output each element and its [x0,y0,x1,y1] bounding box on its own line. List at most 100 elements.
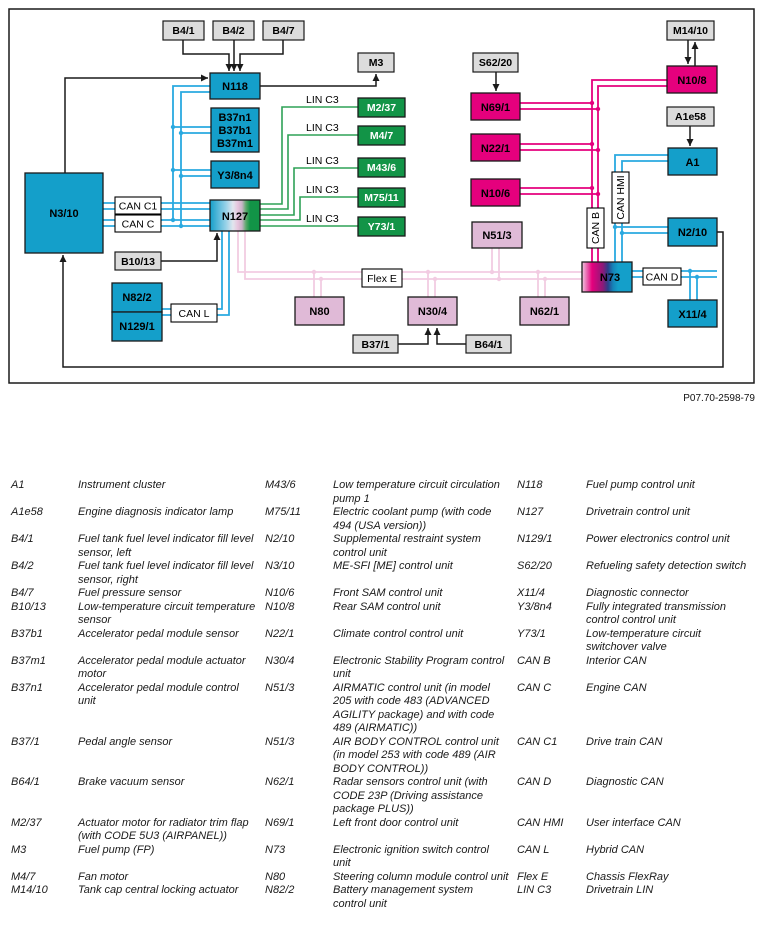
legend-description: Front SAM control unit [333,587,443,599]
node-b37n1-label: B37n1 [218,112,251,124]
node-n10_8: N10/8 [666,65,718,94]
legend-description: Pedal angle sensor [78,735,173,748]
legend-code: N2/10 [265,533,295,545]
legend-description: Electric coolant pump (with code 494 (US… [333,506,492,532]
legend-code: B4/1 [11,533,34,545]
legend-description: Fuel pump (FP) [78,843,155,856]
bus-label-can-hmi: CAN HMI [611,171,630,224]
node-n2_10-label: N2/10 [678,227,707,239]
legend-code: N129/1 [517,533,553,545]
node-b4_2-label: B4/2 [222,25,244,37]
bus-label-can-c: CAN C [114,214,162,233]
legend-description: Drivetrain LIN [586,884,654,896]
bus-label-can-l: CAN L [170,303,218,323]
legend-description: Chassis FlexRay [586,870,669,883]
node-n118: N118 [209,72,261,100]
network-topology-diagram: B4/1 B4/2 B4/7 M3 B10/13 B37/1 B64/1 S62… [8,8,755,404]
legend-code: B37n1 [11,681,43,694]
node-m75_11: M75/11 [357,187,406,208]
node-m3: M3 [357,52,395,73]
legend-code: CAN D [517,776,552,788]
legend-description: Accelerator pedal module actuator motor [78,654,246,681]
legend-description: Low-temperature circuit temperature sens… [78,600,256,627]
legend-code: S62/20 [517,560,552,572]
wire-b10_13-n127 [161,233,221,262]
legend-code: A1e58 [11,506,43,518]
legend-description: Drive train CAN [586,735,663,748]
lin-c3-label-5: LIN C3 [306,213,339,225]
legend-code: B4/2 [11,560,34,572]
node-m43_6-label: M43/6 [367,162,396,174]
flex-e-bus-lines [237,231,582,297]
legend-code: CAN C1 [517,735,558,748]
node-b10_13-label: B10/13 [121,256,155,268]
legend-code: N73 [265,843,286,856]
node-m4_7-label: M4/7 [370,130,394,142]
node-n80-label: N80 [309,306,329,318]
legend-code: N127 [517,506,544,518]
legend-code: CAN B [517,654,551,667]
node-n3_10-label: N3/10 [49,208,78,220]
node-b4_1-label: B4/1 [172,25,194,37]
legend-description: Radar sensors control unit (with CODE 23… [333,776,488,815]
legend-description: AIRMATIC control unit (in model 205 with… [333,681,495,735]
node-n129_1-label: N129/1 [119,321,154,333]
node-b4_7: B4/7 [262,20,305,41]
legend-description: Low-temperature circuit switchover valve [586,627,701,654]
wire-b4_1-n118 [182,40,233,71]
legend-code: A1 [11,479,25,491]
node-n10_6-label: N10/6 [481,188,510,200]
legend-code: Flex E [517,870,549,883]
node-n51_3: N51/3 [471,221,523,249]
legend-code: N80 [265,870,286,883]
junction-dots [170,100,700,282]
node-m2_37-label: M2/37 [367,102,396,114]
node-n118-label: N118 [222,81,248,93]
legend-description: Interior CAN [586,654,647,667]
node-s62_20: S62/20 [472,52,519,73]
legend-description: Brake vacuum sensor [78,776,185,788]
legend-code: N10/8 [265,600,295,613]
node-n127: N127 [209,199,261,232]
bus-label-can-b-text: CAN B [590,212,602,244]
bus-label-can-d: CAN D [642,267,682,286]
legend-description: Instrument cluster [78,479,166,491]
legend-description: Accelerator pedal module sensor [78,627,239,640]
node-n2_10: N2/10 [667,217,718,247]
node-n30_4: N30/4 [407,296,458,326]
node-x11_4-label: X11/4 [678,309,707,321]
node-s62_20-label: S62/20 [479,57,512,69]
legend-code: N3/10 [265,560,295,572]
legend-description: Actuator motor for radiator trim flap (w… [78,816,249,843]
legend-description: Rear SAM control unit [333,600,441,613]
legend-description: Fuel pump control unit [586,479,695,491]
legend-description: Low temperature circuit circulation pump… [333,479,500,505]
legend-code: N30/4 [265,654,295,667]
node-n22_1-label: N22/1 [481,143,510,155]
wire-b37_1-n30_4 [398,328,432,345]
node-n10_6: N10/6 [470,178,521,207]
lin-c3-label-2: LIN C3 [306,122,339,134]
bus-label-can-l-text: CAN L [179,308,210,320]
black-control-lines [59,40,724,368]
legend-description: Steering column module control unit [333,870,509,883]
wire-b64_1-n30_4 [433,328,466,345]
legend-code: N51/3 [265,735,295,748]
legend-description: User interface CAN [586,816,681,829]
node-b64_1: B64/1 [465,334,512,354]
legend-code: N10/6 [265,587,295,599]
node-y3_8n4: Y3/8n4 [210,160,260,189]
legend-description: Fully integrated transmission control co… [586,600,727,627]
legend-code: LIN C3 [517,884,552,896]
legend-description: Climate control control unit [333,627,464,640]
node-y3_8n4-label: Y3/8n4 [217,170,253,182]
node-b37_1-label: B37/1 [361,339,389,351]
legend-description: Diagnostic CAN [586,776,664,788]
legend-code: CAN C [517,681,552,694]
legend-description: Fuel pressure sensor [78,587,182,599]
legend-description: Left front door control unit [333,816,459,829]
lin-c3-lines [260,106,358,227]
legend-description: Fuel tank fuel level indicator fill leve… [78,533,254,559]
legend-code: M4/7 [11,870,36,883]
legend-code: N82/2 [265,884,295,896]
